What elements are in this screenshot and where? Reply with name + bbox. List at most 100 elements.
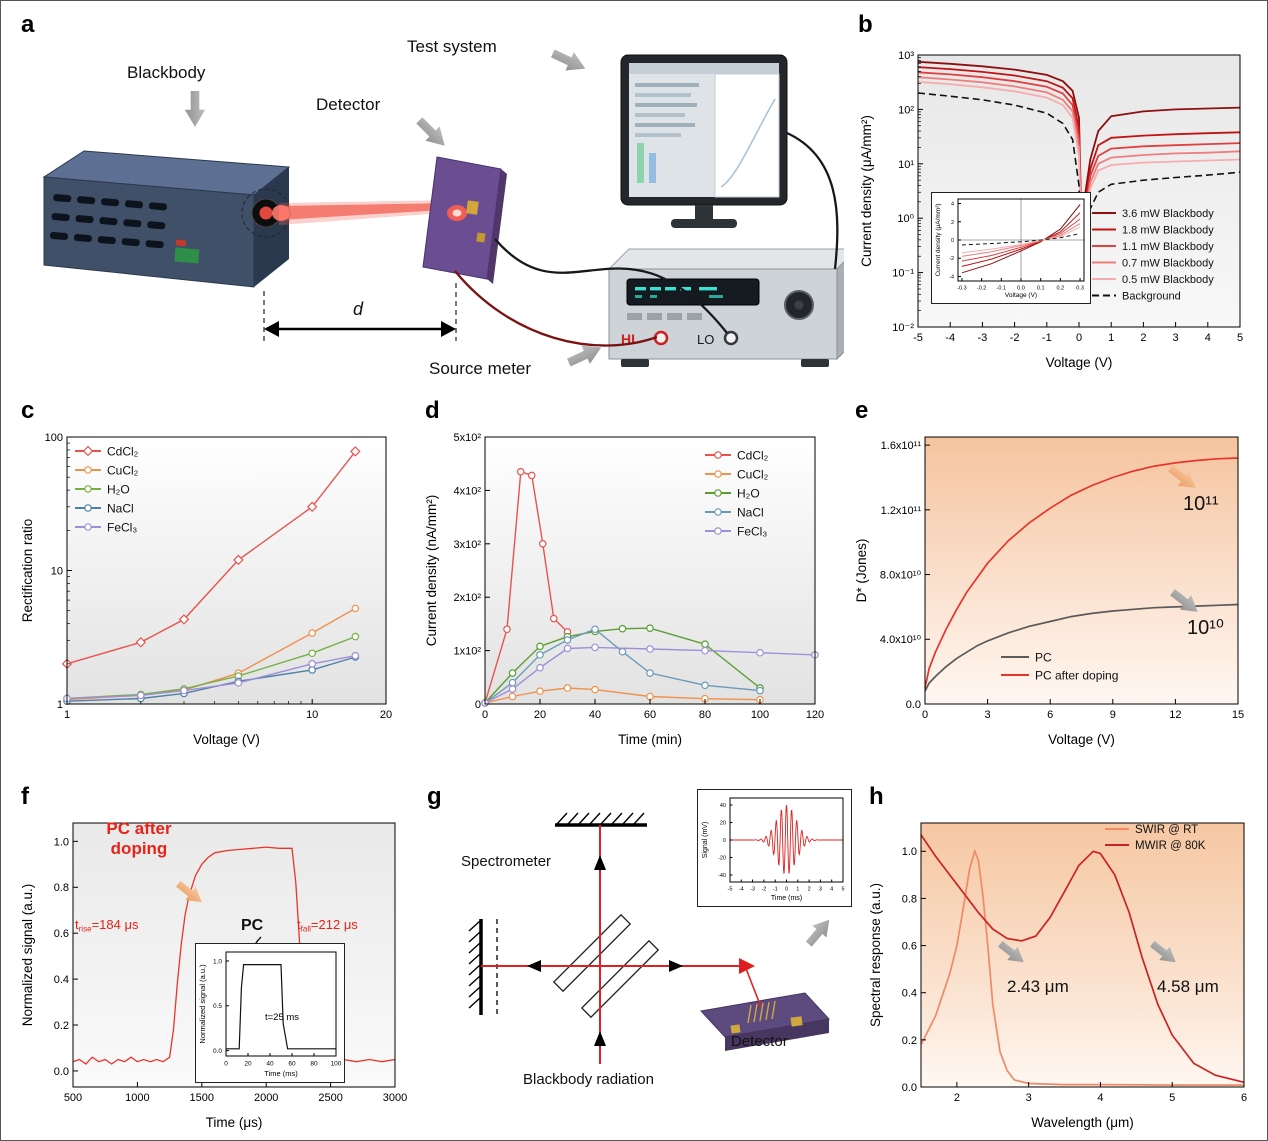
line-shape bbox=[468, 953, 481, 965]
rect-shape bbox=[635, 103, 697, 107]
rect-shape bbox=[801, 359, 829, 367]
series-PC after doping bbox=[924, 457, 1239, 688]
x-tick-label: 4 bbox=[830, 887, 833, 893]
marker bbox=[351, 632, 360, 641]
y-tick-label: -2 bbox=[949, 256, 954, 262]
x-tick-label: 2500 bbox=[318, 1092, 342, 1104]
green-sticker bbox=[174, 247, 200, 264]
x-axis-label: Voltage (V) bbox=[193, 732, 260, 747]
x-tick-label: 0 bbox=[922, 709, 928, 721]
y-tick-label: 0.2 bbox=[54, 1020, 69, 1032]
y-tick-label: 20 bbox=[720, 820, 726, 826]
marker bbox=[756, 686, 764, 695]
x-tick-label: -1 bbox=[1042, 332, 1052, 344]
x-tick-label: 80 bbox=[310, 1061, 318, 1068]
vent-slats bbox=[49, 194, 200, 264]
line-shape bbox=[468, 975, 481, 987]
x-tick-label: 2 bbox=[954, 1092, 960, 1104]
rect-shape bbox=[476, 232, 486, 243]
y-tick-label: 0.8 bbox=[54, 882, 69, 894]
x-tick-label: -0.3 bbox=[957, 286, 966, 292]
distance-label: d bbox=[353, 299, 364, 319]
mwir-cutoff-label: 4.58 μm bbox=[1157, 977, 1219, 996]
y-tick-label: 0.5 bbox=[213, 1003, 222, 1010]
setup-schematic: HI LO bbox=[42, 54, 844, 367]
polygon-shape bbox=[43, 176, 255, 288]
plot-frame bbox=[920, 822, 1245, 1088]
x-axis-label: Voltage (V) bbox=[1005, 292, 1037, 299]
y-tick-label: 2 bbox=[951, 220, 954, 226]
y-tick-label: 40 bbox=[720, 803, 726, 809]
rise-time-label: trise=184 μs bbox=[75, 917, 138, 933]
marker bbox=[714, 470, 722, 478]
panel-a: a bbox=[9, 7, 844, 392]
test-system-monitor bbox=[620, 54, 788, 228]
x-tick-label: -2 bbox=[1010, 332, 1020, 344]
x-tick-label: 120 bbox=[806, 709, 824, 721]
series-PC bbox=[924, 603, 1239, 692]
polygon-shape bbox=[254, 167, 289, 287]
x-tick-label: -5 bbox=[913, 332, 923, 344]
marker bbox=[714, 527, 722, 535]
rect-shape bbox=[671, 219, 737, 228]
y-tick-label: 2x10² bbox=[453, 592, 481, 604]
y-tick-label: 1.6x10¹¹ bbox=[881, 440, 922, 452]
marker bbox=[646, 624, 654, 632]
ir-beam bbox=[272, 200, 457, 225]
rect-shape bbox=[647, 313, 662, 320]
x-tick-label: 2000 bbox=[254, 1092, 278, 1104]
marker bbox=[536, 651, 544, 659]
rect-shape bbox=[73, 234, 92, 243]
series-CdCl₂ bbox=[66, 450, 356, 665]
rect-shape bbox=[49, 231, 69, 241]
legend-item: CdCl₂ bbox=[737, 448, 769, 462]
line-shape bbox=[611, 812, 623, 825]
x-tick-label: 0.3 bbox=[1076, 286, 1084, 292]
x-tick-label: 100 bbox=[331, 1061, 342, 1068]
x-tick-label: 12 bbox=[1169, 709, 1181, 721]
marker bbox=[536, 642, 544, 651]
line-shape bbox=[765, 1001, 770, 1021]
marker bbox=[714, 451, 722, 459]
rect-shape bbox=[99, 217, 118, 226]
marker bbox=[308, 649, 316, 658]
fall-subscript: fall bbox=[300, 924, 311, 934]
beamsplitter-plate-1 bbox=[552, 913, 632, 993]
line-shape bbox=[468, 986, 481, 998]
x-tick-label: 60 bbox=[288, 1061, 296, 1068]
marker bbox=[308, 629, 316, 637]
legend-item: 0.5 mW Blackbody bbox=[1122, 274, 1214, 286]
rect-shape bbox=[53, 194, 72, 203]
legend-item: PC bbox=[1035, 650, 1052, 664]
series-PC bbox=[226, 964, 336, 1050]
fall-value: =212 μs bbox=[310, 917, 358, 932]
line-shape bbox=[744, 965, 762, 1008]
y-axis-label: Current density (nA/mm²) bbox=[424, 495, 439, 647]
blackbody-radiation-label: Blackbody radiation bbox=[523, 1071, 654, 1088]
rect-shape bbox=[680, 287, 691, 291]
up-arrowhead bbox=[594, 855, 606, 870]
x-tick-label: 100 bbox=[751, 709, 769, 721]
y-axis-label: Current density (μA/mm²) bbox=[935, 203, 942, 276]
x-tick-label: 1 bbox=[64, 709, 70, 721]
y-tick-label: 10¹ bbox=[898, 159, 914, 171]
rect-shape bbox=[123, 219, 142, 228]
rect-shape bbox=[667, 313, 682, 320]
rise-subscript: rise bbox=[78, 924, 92, 934]
panel-letter-g: g bbox=[427, 783, 442, 810]
marker bbox=[82, 445, 94, 457]
rise-value: =184 μs bbox=[91, 917, 139, 932]
rect-shape bbox=[75, 215, 94, 224]
plot-background bbox=[921, 823, 1244, 1087]
rect-shape bbox=[51, 213, 70, 222]
series-Background bbox=[961, 233, 1081, 246]
